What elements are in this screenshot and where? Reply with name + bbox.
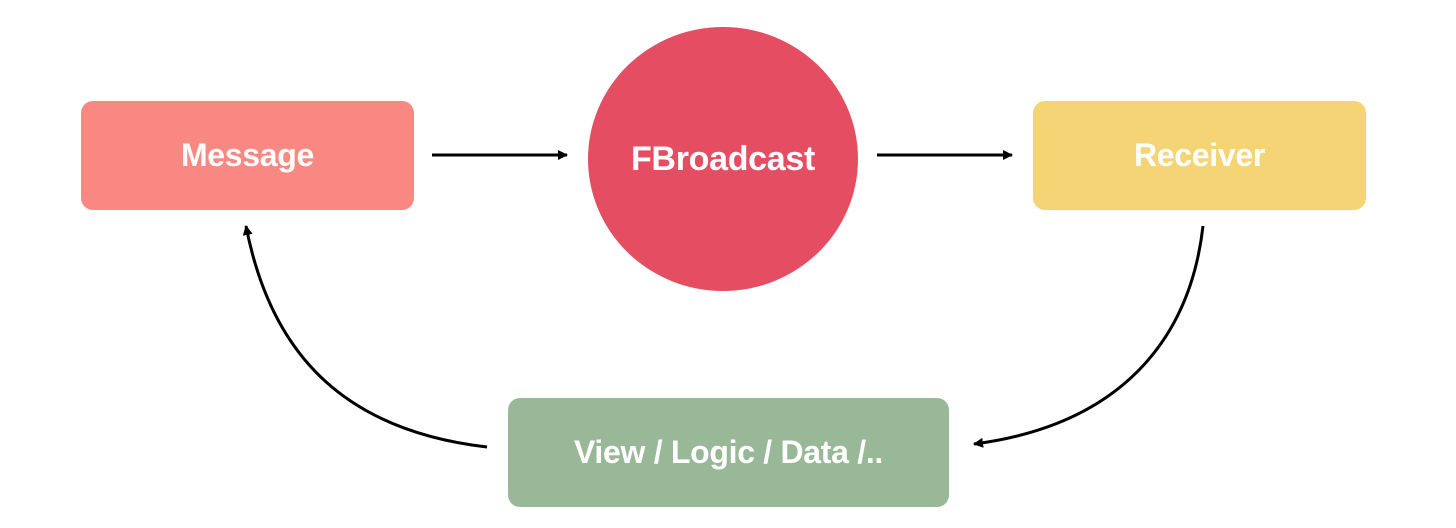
fbroadcast-label: FBroadcast [630, 139, 816, 178]
edge-receiver-to-view [973, 225, 1205, 448]
message-node: Message [81, 101, 414, 210]
view-logic-data-label: View / Logic / Data /.. [573, 434, 884, 470]
receiver-node: Receiver [1033, 101, 1366, 210]
view-logic-data-node: View / Logic / Data /.. [508, 398, 949, 507]
message-label: Message [180, 137, 315, 173]
receiver-label: Receiver [1133, 137, 1266, 173]
edge-view-to-message [242, 225, 488, 449]
fbroadcast-node: FBroadcast [588, 27, 858, 291]
